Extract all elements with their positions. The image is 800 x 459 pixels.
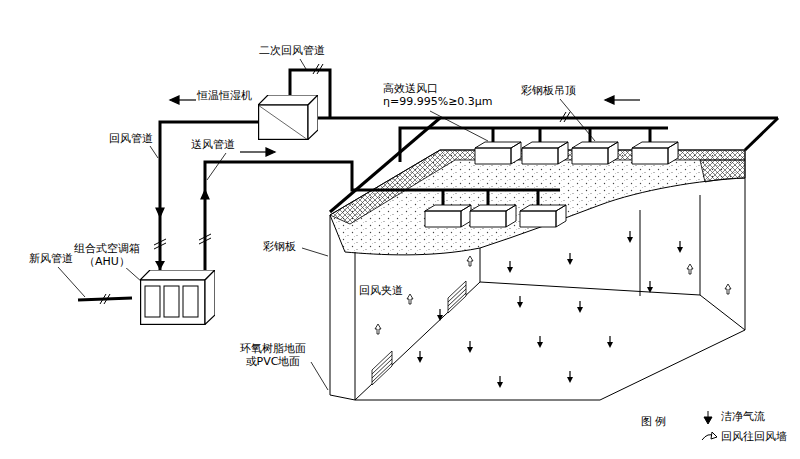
unit-label: 恒温恒湿机 [196, 89, 253, 102]
clean-flow-arrow [517, 296, 523, 308]
legend-title: 图 例 [640, 415, 668, 428]
floor-label: 环氧树脂地面 或PVC地面 [236, 342, 310, 368]
clean-flow-arrow [507, 261, 513, 273]
ducts [78, 70, 778, 300]
ceiling [330, 150, 745, 255]
clean-flow-arrow [647, 281, 653, 293]
return-flow-arrow [375, 324, 381, 334]
clean-flow-arrow [677, 241, 683, 253]
return-flow-arrow [687, 264, 693, 274]
clean-flow-arrow [437, 309, 443, 321]
legend-text: 回风往回风墙 [720, 430, 788, 443]
unit-outline [140, 270, 215, 325]
clean-flow-arrow [567, 371, 573, 383]
flow-arrows [156, 96, 640, 217]
clean-flow-arrow [567, 253, 573, 265]
hepa-outlets [425, 142, 678, 227]
clean-flow-arrow [627, 231, 633, 243]
wall-label: 彩钢板 [262, 240, 297, 253]
clean-flow-arrow [577, 301, 583, 313]
duct-label: 新风管道 [28, 252, 74, 265]
chase-label: 回风夹道 [358, 284, 404, 297]
clean-flow-arrow [417, 351, 423, 363]
return-duct [155, 122, 258, 270]
duct-label: 送风管道 [190, 138, 236, 151]
outlet-label: 高效送风口 η=99.995%≥0.3μm [382, 82, 496, 108]
legend-samples [702, 411, 717, 440]
climate-unit: 恒温恒湿机 [258, 95, 318, 140]
unit-label: 组合式空调箱 （AHU） [70, 242, 144, 268]
air-flow-arrows [375, 231, 731, 388]
legend-text: 洁净气流 [720, 410, 766, 423]
leader-lines [58, 59, 595, 390]
return-flow-arrow [407, 294, 413, 304]
duct-label: 回风管道 [108, 132, 154, 145]
break-marks [100, 64, 570, 304]
clean-flow-arrow [467, 341, 473, 353]
clean-flow-arrow [497, 376, 503, 388]
unit-outline [258, 95, 318, 140]
return-flow-arrow [725, 284, 731, 294]
ceiling-label: 彩钢板吊顶 [520, 84, 577, 97]
clean-flow-arrow [537, 336, 543, 348]
air-handling-unit: 组合式空调箱 （AHU） [140, 270, 215, 325]
return-flow-arrow [467, 256, 473, 266]
duct-label: 二次回风管道 [258, 44, 326, 57]
clean-flow-arrow [607, 336, 613, 348]
